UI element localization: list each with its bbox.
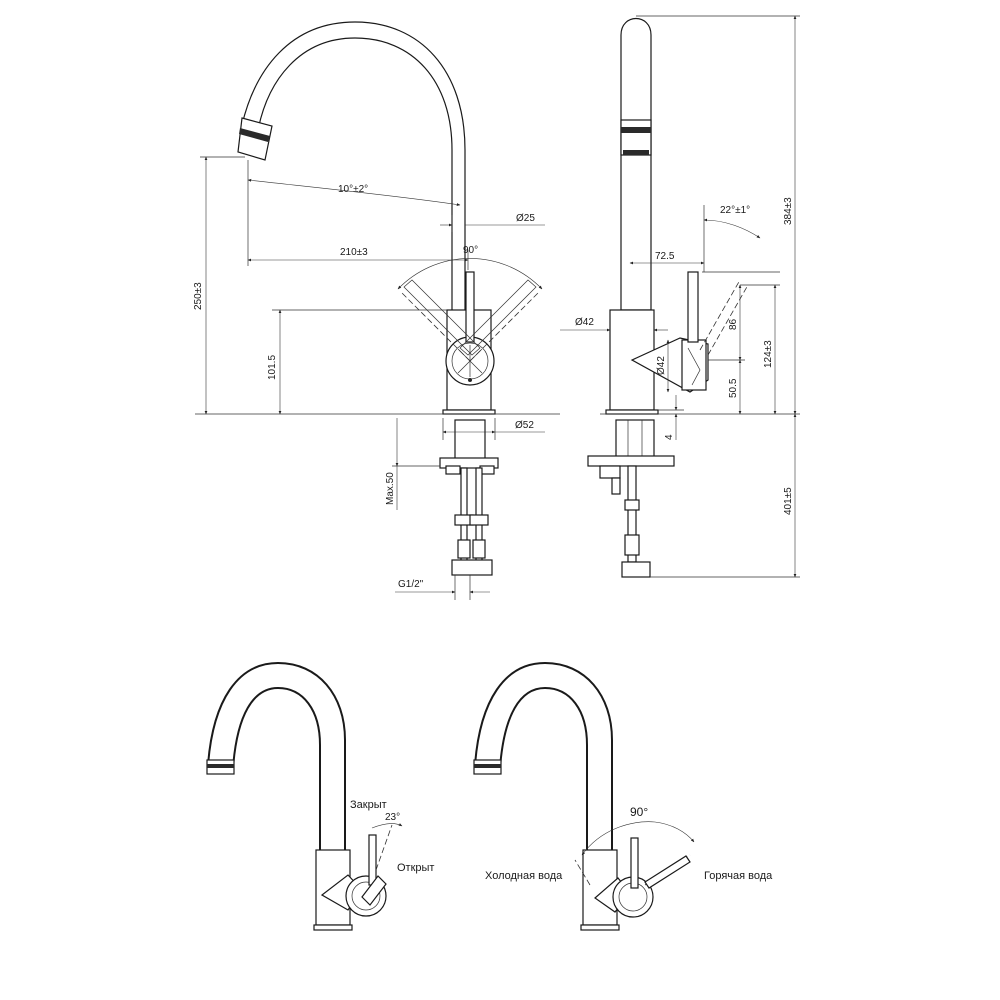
right-op-lever [630,837,639,889]
dim-lever-top: 124±3 [763,340,774,368]
dim-handle-height: 101.5 [267,355,278,380]
dim-hose: 401±5 [783,487,794,515]
dim-total-height: 384±3 [783,197,794,225]
front-view: 10°±2° Ø25 210±3 90° 250±3 101.5 Ø52 Max… [193,21,560,600]
side-aerator [620,119,652,156]
spout-outer [241,21,466,310]
right-op-arc [581,821,695,856]
operation-view-left: Закрыт 23° Открыт [206,661,434,931]
dim-lever-tilt: 22°±1° [720,205,750,216]
dim-thread: G1/2" [398,579,424,590]
label-open: Открыт [397,862,434,874]
dim-cartridge-height: 50.5 [728,378,739,398]
front-lever [465,271,475,343]
left-op-lever [368,834,377,886]
dim-plate: 4 [664,434,675,440]
dim-body-dia: Ø42 [575,317,594,328]
dim-offset: 72.5 [655,251,675,262]
front-handle-swing-left [399,290,471,362]
dim-max-thickness: Max.50 [385,472,396,505]
side-base [605,409,659,415]
dim-height: 250±3 [193,282,204,310]
label-cold-water: Холодная вода [485,870,563,882]
dim-cartridge-dia: Ø42 [656,356,667,375]
front-handle-swing-right [469,290,541,362]
label-rotation-angle: 90° [630,805,648,819]
side-view: 384±3 401±5 22°±1° 72.5 Ø42 86 124±3 Ø42… [560,15,800,578]
front-base [442,409,496,415]
dim-base: Ø52 [515,420,534,431]
operation-view-right: 90° Холодная вода Горячая вода [473,661,773,931]
dim-reach: 210±3 [340,247,368,258]
label-hot-water: Горячая вода [704,870,773,882]
side-lever [687,271,699,343]
label-closed-angle: 23° [385,812,400,823]
dim-spout-angle: 10°±2° [338,184,368,195]
dim-handle-angle: 90° [463,245,478,256]
spout-inner [257,37,453,310]
dim-lever-len: 86 [728,318,739,330]
dim-spout-tube: Ø25 [516,213,535,224]
side-spout [620,18,652,311]
aerator [237,117,273,161]
label-closed: Закрыт [350,799,387,811]
front-handle-arc [397,258,543,290]
